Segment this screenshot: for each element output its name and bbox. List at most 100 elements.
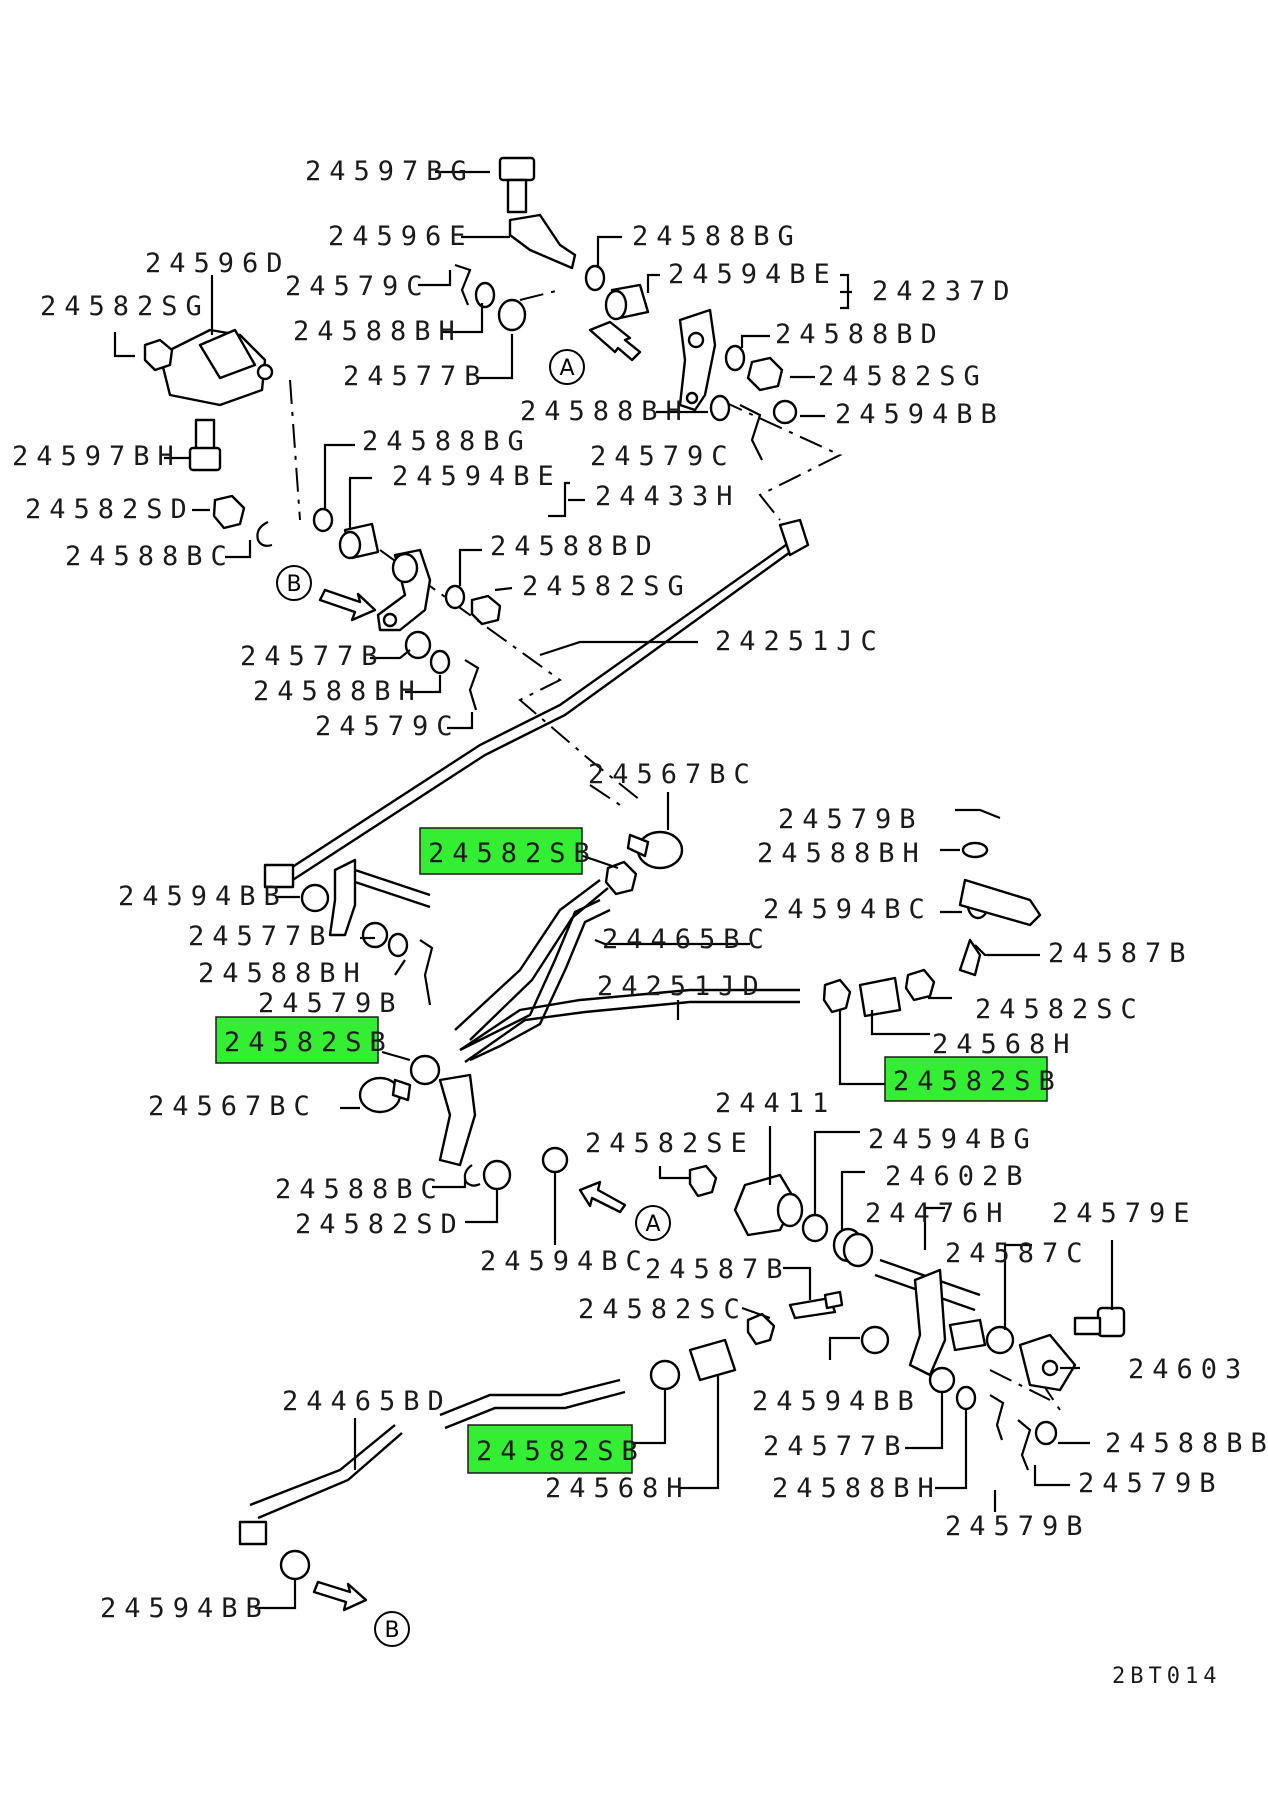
part-label: 24588BH [253,676,423,707]
lever-mid [438,1073,477,1167]
part-label: 24577B [188,921,334,952]
joint-24603 [1018,1333,1077,1392]
part-label: 24594BB [118,881,288,912]
part-label: 24579B [1078,1468,1224,1499]
lever-24587b [958,878,1042,977]
part-label: 24587B [645,1254,791,1285]
nut-24582sb-right [822,978,852,1014]
bushing-24594bb-bottom [279,1549,311,1581]
part-labels: 24597BG 24596E 24588BG 24596D 24579C 245… [12,156,1267,1689]
highlighted-part-label[interactable]: 24582SB [884,1056,1063,1102]
part-label: 24588BH [772,1473,942,1504]
svg-text:24582SB: 24582SB [893,1066,1063,1097]
bushing-24577b-lower [928,1366,956,1394]
marker-b-bottom: B [374,1611,410,1647]
washer-24588bh-3 [429,649,451,675]
part-label: 24577B [343,361,489,392]
rods [249,534,801,1520]
part-label: 24567BC [148,1091,318,1122]
part-label: 24603 [1128,1354,1249,1385]
direction-arrows [312,320,642,1612]
part-label: 24568H [545,1473,691,1504]
lever-24237d [678,308,717,412]
lever-24476h [874,1258,987,1377]
part-label: 24465BC [602,924,772,955]
part-label: 24251JC [715,626,885,657]
sleeve-24568h [858,976,902,1018]
part-label: 24588BH [293,316,463,347]
part-label: 24582SE [585,1128,755,1159]
washer-24588bh-lower [955,1385,977,1411]
nut-24582sb-mid [409,1054,441,1086]
clip-24579b-lower-2 [1017,1419,1032,1471]
ball-joint-24567bc-lower [358,1076,412,1114]
nut-24587c [985,1325,1015,1355]
washer-24588bb [1034,1420,1058,1446]
bushing-24594bb-lower [860,1325,890,1355]
washer-24588bh-2 [709,394,731,422]
part-label: 24582SG [522,571,692,602]
bushing-24594bc-mid [541,1146,569,1174]
washer-24588bd [724,344,746,372]
part-label: 24594BE [668,259,838,290]
lever-pivot [328,858,431,937]
bushing-24594bg [801,1213,829,1243]
marker-a-top: A [549,349,585,385]
part-label: 24587C [945,1238,1091,1269]
part-label: 24597BH [12,441,182,472]
rod-end-24465bd [238,1520,268,1546]
part-label: 24476H [865,1198,1011,1229]
svg-text:24582SB: 24582SB [428,838,598,869]
rod-end-24251jc [778,518,810,557]
nut-24582sb-upper [604,860,638,896]
part-label: 24588BG [362,426,532,457]
bracket-24596d [158,328,274,407]
arrow-icon [312,1580,368,1612]
part-label: 24588BC [275,1174,445,1205]
svg-text:24582SB: 24582SB [476,1436,646,1467]
part-label: 24588BC [65,541,235,572]
svg-text:A: A [559,356,574,381]
washer-24588bd-2 [444,584,466,610]
arrow-icon [588,320,642,362]
diagram-code: 2BT014 [1112,1664,1221,1689]
highlighted-part-label[interactable]: 24582SB [467,1424,646,1474]
part-label: 24579C [285,271,431,302]
part-label: 24588BD [490,531,660,562]
part-label: 24251JD [597,971,767,1002]
parts [143,156,1126,1581]
rod-end-left [263,863,295,889]
part-label: 24602B [885,1161,1031,1192]
part-label: 24582SG [818,361,988,392]
nut-24582sd-mid [482,1159,512,1191]
clip-24579c [739,404,763,461]
washer-24588bh [474,281,496,309]
highlighted-part-label[interactable]: 24582SB [419,827,598,875]
leader-lines [113,170,1114,1610]
arrow-icon [318,588,377,622]
washer-24588bh-right [961,841,989,859]
part-label: 24594BB [752,1386,922,1417]
bushing-24577b [497,298,527,332]
bracket-24596e [508,213,577,270]
nut-24582sc-lower [746,1312,776,1346]
svg-text:B: B [286,572,301,597]
part-label: 24579C [590,441,736,472]
svg-text:B: B [384,1618,399,1643]
washer-24588bc-mid [463,1164,481,1187]
nut-24582se [688,1164,718,1198]
highlighted-part-label[interactable]: 24582SB [215,1016,394,1064]
nut-24582sd [212,494,246,530]
svg-text:24582SB: 24582SB [224,1027,394,1058]
part-label: 24588BH [520,396,690,427]
view-markers: A B A B [276,349,671,1647]
clip-24579b-lower [989,1394,1005,1441]
part-label: 24594BB [100,1593,270,1624]
part-label: 24597BG [305,156,475,187]
bushing-24594be-2 [338,522,380,560]
marker-b-top: B [276,565,312,601]
part-label: 24579B [258,988,404,1019]
part-label: 24579E [1052,1198,1198,1229]
lever-24433h [376,548,432,632]
nut-24582sc-right [904,968,936,1002]
